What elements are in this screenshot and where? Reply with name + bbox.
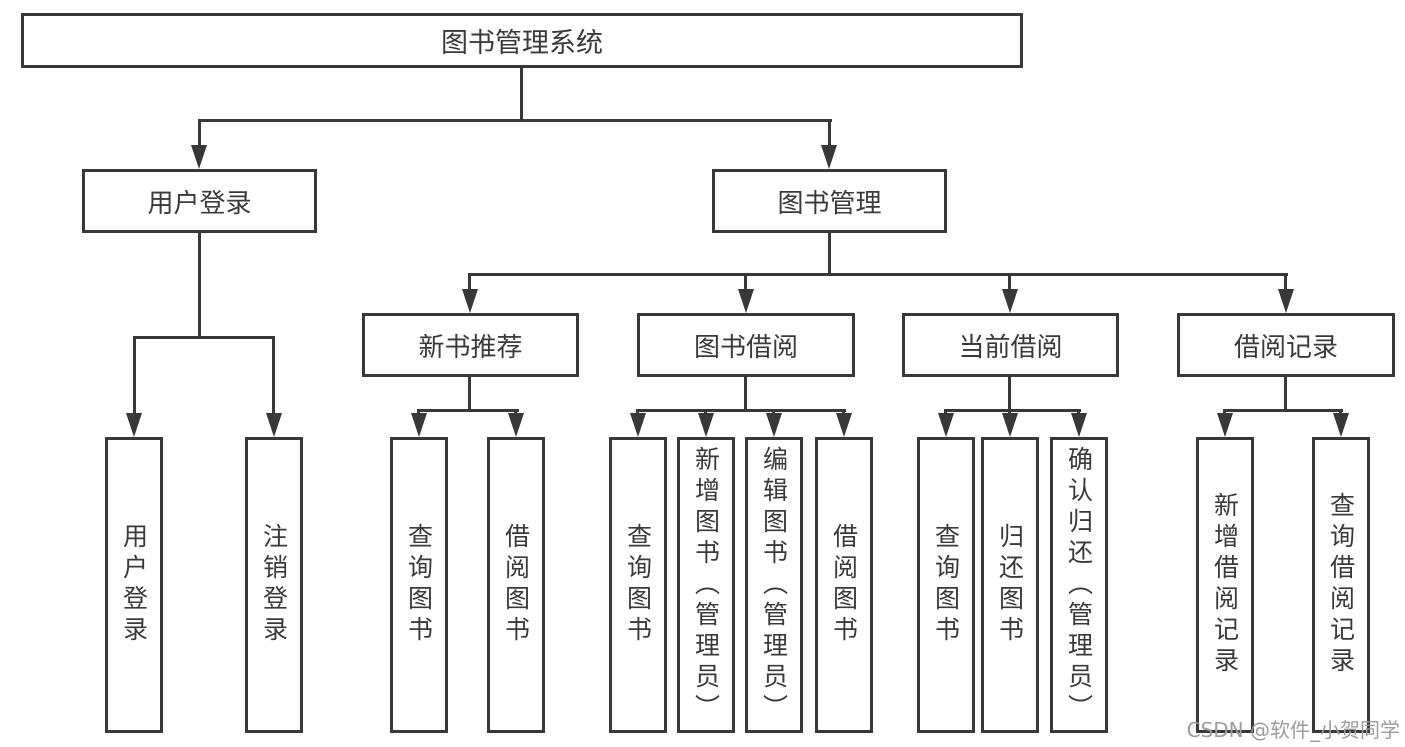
leaf-borrow-edit-books-admin: 编辑图书（管理员）	[745, 437, 803, 733]
arrowhead-current-query	[938, 413, 954, 437]
node-borrow-record-label: 借阅记录	[1233, 332, 1338, 363]
arrowhead-borrow-lend	[836, 413, 852, 437]
node-borrow-record: 借阅记录	[1177, 313, 1395, 377]
leaf-current-query-books-label: 查询图书	[931, 523, 961, 647]
leaf-record-add-label: 新增借阅记录	[1210, 492, 1240, 678]
connector-current-borrow-horizontal	[945, 409, 1081, 412]
node-book-borrow: 图书借阅	[637, 313, 855, 377]
connector-book-borrow-horizontal	[637, 409, 846, 412]
connector-borrow-record-horizontal	[1224, 409, 1343, 412]
arrowhead-rec-borrow	[508, 413, 524, 437]
node-book-borrow-label: 图书借阅	[693, 332, 798, 363]
node-current-borrow-label: 当前借阅	[958, 332, 1063, 363]
arrowhead-borrow-record	[1278, 289, 1294, 313]
leaf-record-query: 查询借阅记录	[1312, 437, 1370, 733]
csdn-watermark: CSDN @软件_小贺同学	[1186, 718, 1400, 742]
connector-drop-book-mgmt	[828, 119, 831, 148]
node-book-mgmt-label: 图书管理	[777, 188, 882, 219]
arrowhead-record-add	[1217, 413, 1233, 437]
connector-drop-book-borrow	[744, 273, 747, 293]
arrowhead-current-return	[1002, 413, 1018, 437]
connector-new-book-rec-horizontal	[418, 409, 519, 412]
leaf-rec-borrow-books: 借阅图书	[487, 437, 545, 733]
connector-root-horizontal	[198, 119, 832, 122]
arrowhead-borrow-add	[698, 413, 714, 437]
leaf-current-query-books: 查询图书	[917, 437, 975, 733]
leaf-user-login: 用户登录	[105, 437, 163, 733]
arrowhead-current-borrow	[1002, 289, 1018, 313]
leaf-rec-query-books: 查询图书	[390, 437, 448, 733]
leaf-current-return-books: 归还图书	[981, 437, 1039, 733]
arrowhead-user-login	[191, 145, 207, 169]
leaf-current-confirm-return-admin-label: 确认归还（管理员）	[1064, 445, 1094, 725]
connector-drop-leaf-logout	[272, 336, 275, 416]
arrowhead-leaf-logout	[266, 413, 282, 437]
leaf-rec-query-books-label: 查询图书	[404, 523, 434, 647]
node-book-mgmt: 图书管理	[712, 169, 947, 233]
connector-borrow-record-vertical	[1284, 377, 1287, 411]
arrowhead-current-confirm	[1071, 413, 1087, 437]
leaf-borrow-add-books-admin-label: 新增图书（管理员）	[691, 445, 721, 725]
leaf-current-confirm-return-admin: 确认归还（管理员）	[1050, 437, 1108, 733]
connector-user-login-horizontal	[133, 336, 275, 339]
leaf-borrow-add-books-admin: 新增图书（管理员）	[677, 437, 735, 733]
connector-user-login-vertical	[198, 233, 201, 339]
arrowhead-book-mgmt	[821, 145, 837, 169]
leaf-borrow-lend-books-label: 借阅图书	[829, 523, 859, 647]
node-user-login: 用户登录	[82, 169, 317, 233]
leaf-borrow-edit-books-admin-label: 编辑图书（管理员）	[759, 445, 789, 725]
leaf-user-login-label: 用户登录	[119, 523, 149, 647]
connector-drop-borrow-record	[1284, 273, 1287, 293]
connector-root-vertical	[520, 68, 523, 122]
connector-drop-user-login	[198, 119, 201, 148]
arrowhead-new-book-rec	[462, 289, 478, 313]
leaf-borrow-query-books: 查询图书	[609, 437, 667, 733]
leaf-rec-borrow-books-label: 借阅图书	[501, 523, 531, 647]
leaf-current-return-books-label: 归还图书	[995, 523, 1025, 647]
node-new-book-rec-label: 新书推荐	[418, 332, 523, 363]
arrowhead-record-query	[1333, 413, 1349, 437]
arrowhead-book-borrow	[738, 289, 754, 313]
leaf-record-query-label: 查询借阅记录	[1326, 492, 1356, 678]
leaf-logout-label: 注销登录	[259, 523, 289, 647]
connector-book-mgmt-horizontal	[468, 273, 1288, 276]
connector-new-book-rec-vertical	[468, 377, 471, 411]
leaf-logout: 注销登录	[245, 437, 303, 733]
node-user-login-label: 用户登录	[147, 188, 252, 219]
arrowhead-borrow-edit	[766, 413, 782, 437]
connector-book-mgmt-vertical	[828, 233, 831, 275]
connector-drop-leaf-login	[133, 336, 136, 416]
node-current-borrow: 当前借阅	[902, 313, 1119, 377]
connector-drop-current-borrow	[1008, 273, 1011, 293]
connector-drop-new-book-rec	[468, 273, 471, 293]
node-root-system: 图书管理系统	[21, 13, 1023, 68]
arrowhead-rec-query	[411, 413, 427, 437]
connector-book-borrow-vertical	[744, 377, 747, 411]
node-root-label: 图书管理系统	[441, 28, 603, 59]
leaf-borrow-lend-books: 借阅图书	[815, 437, 873, 733]
leaf-borrow-query-books-label: 查询图书	[623, 523, 653, 647]
arrowhead-leaf-login	[126, 413, 142, 437]
connector-current-borrow-vertical	[1008, 377, 1011, 411]
leaf-record-add: 新增借阅记录	[1196, 437, 1254, 733]
arrowhead-borrow-query	[630, 413, 646, 437]
node-new-book-rec: 新书推荐	[362, 313, 579, 377]
